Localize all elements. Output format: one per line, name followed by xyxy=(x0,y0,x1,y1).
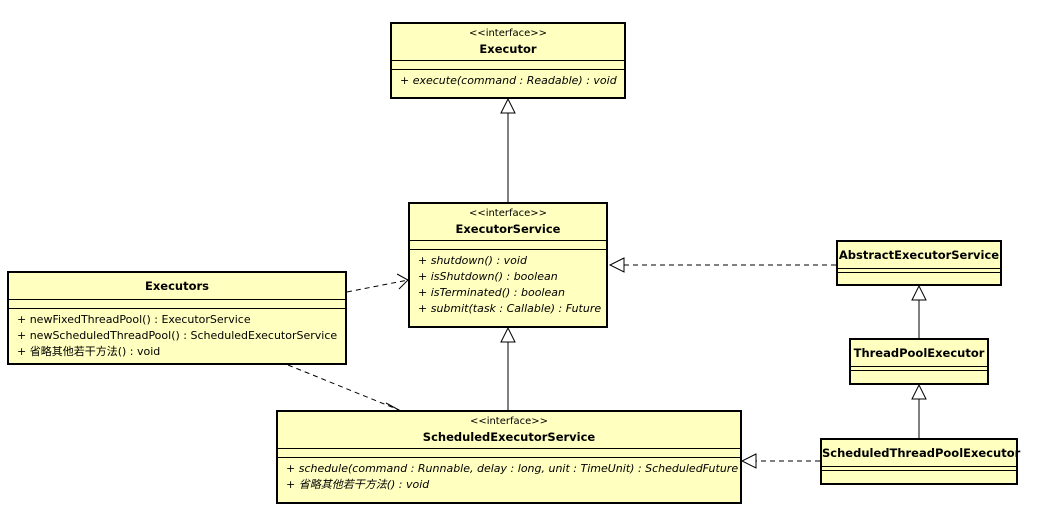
attributes-compartment xyxy=(410,240,606,249)
attributes-compartment xyxy=(392,60,624,69)
attributes-compartment xyxy=(838,268,1000,272)
stereotype-label: <<interface>> xyxy=(468,28,548,39)
operation: + isTerminated() : boolean xyxy=(418,286,565,299)
class-header: AbstractExecutorService xyxy=(838,242,1000,268)
realization-scheduledpool-scheduledservice xyxy=(740,453,820,469)
generalization-scheduledpool-threadpool xyxy=(911,383,927,438)
attributes-compartment xyxy=(9,299,345,308)
class-name: Executor xyxy=(479,42,537,56)
operation: + schedule(command : Runnable, delay : l… xyxy=(286,462,739,475)
stereotype-label: <<interface>> xyxy=(469,416,549,427)
operations-compartment: + shutdown() : void + isShutdown() : boo… xyxy=(410,249,606,319)
operations-compartment: + schedule(command : Runnable, delay : l… xyxy=(278,457,740,495)
class-executors: Executors + newFixedThreadPool() : Execu… xyxy=(7,271,347,365)
operation: + shutdown() : void xyxy=(418,254,527,267)
operation: + 省略其他若干方法() : void xyxy=(286,478,430,491)
operation: + newFixedThreadPool() : ExecutorService xyxy=(17,313,251,326)
attributes-compartment xyxy=(851,366,987,370)
class-executor: <<interface>> Executor + execute(command… xyxy=(390,22,626,99)
generalization-executorservice-executor xyxy=(500,97,516,202)
class-name: ThreadPoolExecutor xyxy=(853,346,985,360)
stereotype-label: <<interface>> xyxy=(468,208,548,219)
operation: + execute(command : Readable) : void xyxy=(400,74,617,87)
class-name: Executors xyxy=(145,279,209,293)
class-abstract-executor-service: AbstractExecutorService xyxy=(836,240,1002,286)
generalization-scheduled-executorservice xyxy=(500,326,516,410)
class-scheduled-thread-pool-executor: ScheduledThreadPoolExecutor xyxy=(820,438,1021,485)
class-thread-pool-executor: ThreadPoolExecutor xyxy=(849,338,989,385)
operations-compartment xyxy=(822,470,1016,474)
class-header: <<interface>> Executor xyxy=(392,24,624,60)
class-header: ScheduledThreadPoolExecutor xyxy=(822,440,1021,466)
class-name: ScheduledThreadPoolExecutor xyxy=(822,446,1021,460)
operations-compartment xyxy=(838,272,1000,276)
operations-compartment xyxy=(851,370,987,374)
attributes-compartment xyxy=(822,466,1016,470)
class-header: <<interface>> ScheduledExecutorService xyxy=(278,412,740,448)
attributes-compartment xyxy=(278,448,740,457)
class-name: AbstractExecutorService xyxy=(838,248,1000,262)
operation: + isShutdown() : boolean xyxy=(418,270,558,283)
class-header: <<interface>> ExecutorService xyxy=(410,204,606,240)
operations-compartment: + newFixedThreadPool() : ExecutorService… xyxy=(9,308,345,362)
realization-abstract-executorservice xyxy=(608,257,836,273)
class-name: ScheduledExecutorService xyxy=(422,430,596,444)
dependency-executors-scheduledservice xyxy=(287,364,401,414)
class-header: Executors xyxy=(9,273,345,299)
operation: + newScheduledThreadPool() : ScheduledEx… xyxy=(17,329,338,342)
operation: + submit(task : Callable) : Future xyxy=(418,302,602,315)
operations-compartment: + execute(command : Readable) : void xyxy=(392,69,624,91)
generalization-threadpool-abstract xyxy=(911,284,927,338)
dependency-executors-executorservice xyxy=(346,273,409,293)
class-scheduled-executor-service: <<interface>> ScheduledExecutorService +… xyxy=(276,410,742,504)
class-executor-service: <<interface>> ExecutorService + shutdown… xyxy=(408,202,608,328)
class-name: ExecutorService xyxy=(455,222,561,236)
class-header: ThreadPoolExecutor xyxy=(851,340,987,366)
operation: + 省略其他若干方法() : void xyxy=(17,345,161,358)
